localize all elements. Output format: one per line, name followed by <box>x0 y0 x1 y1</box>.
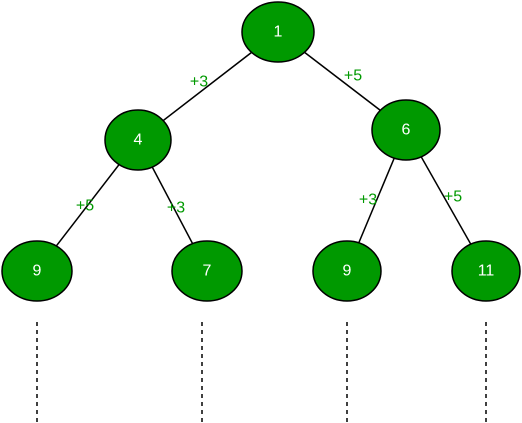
tree-node-right: 6 <box>371 99 441 161</box>
node-label: 6 <box>402 122 411 139</box>
edge-label-root-left: +3 <box>190 74 208 91</box>
node-label: 9 <box>33 263 42 280</box>
node-circle <box>312 240 382 302</box>
node-label: 1 <box>274 24 283 41</box>
edge-label-left-right: +3 <box>167 200 185 217</box>
edge-label-root-right: +5 <box>344 68 362 85</box>
tree-node-left-left: 9 <box>1 240 73 302</box>
tree-node-left: 4 <box>104 109 172 171</box>
tree-node-right-right: 11 <box>451 240 521 302</box>
node-circle <box>171 240 243 302</box>
edge-label-left-left: +5 <box>76 198 94 215</box>
edge-label-right-right: +5 <box>444 189 462 206</box>
tree-node-root: 1 <box>241 1 315 63</box>
node-circle <box>451 240 521 302</box>
node-label: 7 <box>203 263 212 280</box>
node-circle <box>1 240 73 302</box>
node-label: 9 <box>343 263 352 280</box>
node-label: 11 <box>478 263 495 280</box>
node-circle <box>371 99 441 161</box>
edge-label-right-left: +3 <box>359 192 377 209</box>
node-circle <box>104 109 172 171</box>
tree-node-right-left: 9 <box>312 240 382 302</box>
node-circle <box>241 1 315 63</box>
node-label: 4 <box>134 132 143 149</box>
tree-node-left-right: 7 <box>171 240 243 302</box>
